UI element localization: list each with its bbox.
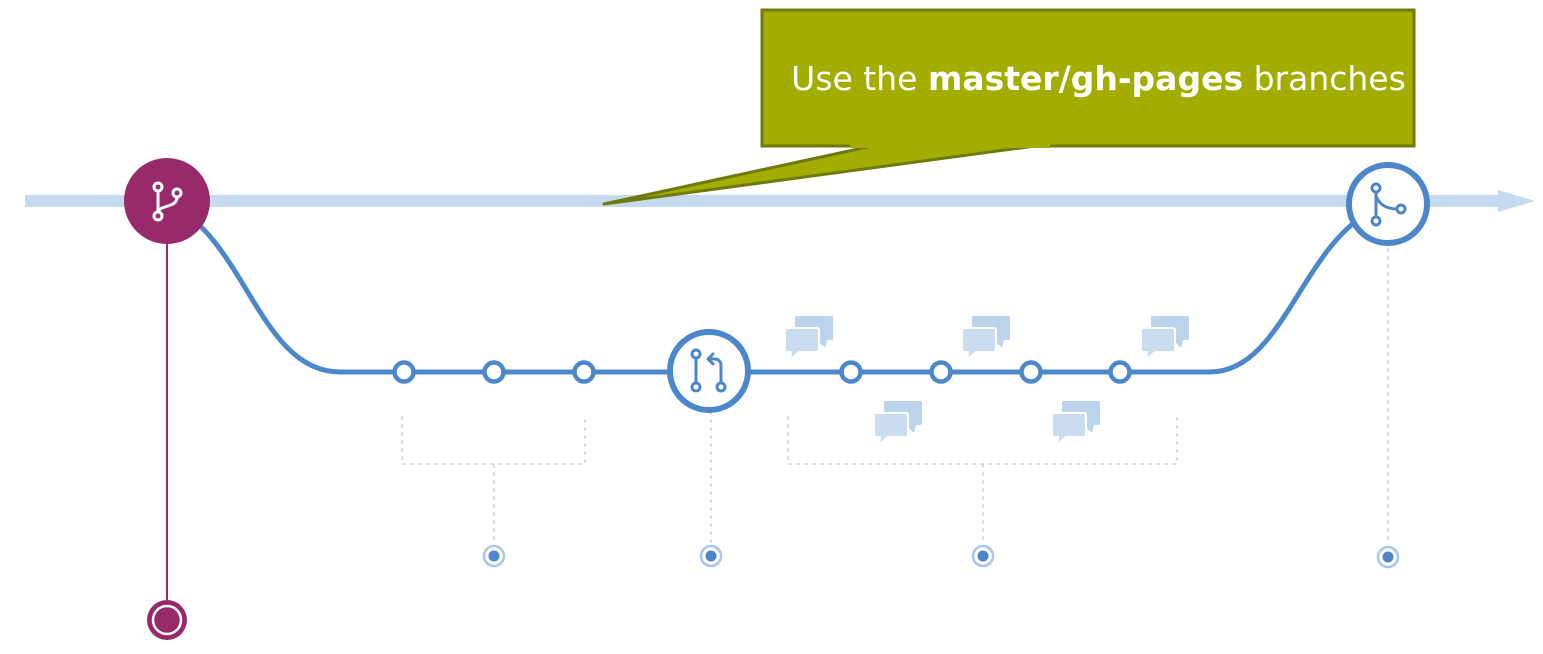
timeline-arrow-icon (1498, 190, 1535, 212)
dashed-brackets (401, 248, 1389, 543)
deploy-dot-icon (1376, 545, 1400, 569)
deploy-markers (482, 544, 1400, 569)
git-branch-icon (152, 181, 183, 222)
callout-prefix: Use the (791, 59, 928, 98)
comment-bubbles-icon (873, 400, 923, 446)
deploy-dot-icon (482, 544, 506, 568)
commit-dots (392, 360, 1132, 384)
comment-bubbles-icon (784, 315, 834, 361)
comment-bubbles-icon (1140, 315, 1190, 361)
commit-dot (1108, 360, 1132, 384)
callout-text: Use the master/gh-pages branches (718, 59, 1459, 98)
pull-request-icon (690, 348, 727, 393)
callout: Use the master/gh-pages branches (602, 8, 1459, 206)
comment-bubbles-icon (1051, 400, 1101, 446)
callout-bold: master/gh-pages (928, 59, 1243, 98)
pull-request-node (667, 329, 751, 413)
main-timeline (25, 190, 1535, 212)
git-merge-icon (1370, 182, 1407, 227)
callout-box (760, 8, 1416, 148)
commit-dot (482, 360, 506, 384)
feature-branch-line (194, 212, 1367, 375)
commit-dot (929, 360, 953, 384)
deploy-dot-icon (971, 544, 995, 568)
deploy-dot-icon (699, 544, 723, 568)
branch-end-ring (147, 600, 187, 640)
commit-dot (572, 360, 596, 384)
commit-dot (1019, 360, 1043, 384)
comment-bubbles-icon (961, 315, 1011, 361)
merge-node (1346, 162, 1430, 246)
commit-dot (839, 360, 863, 384)
callout-suffix: branches (1243, 59, 1406, 98)
commit-dot (392, 360, 416, 384)
branch-start-node (124, 158, 210, 244)
